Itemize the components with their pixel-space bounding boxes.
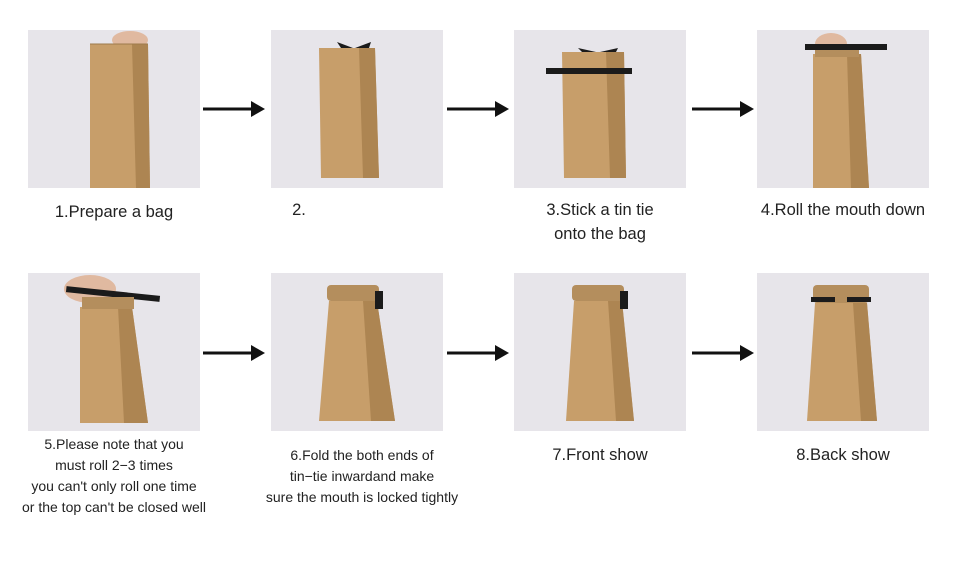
step-3-photo — [514, 30, 686, 188]
right-arrow-icon — [203, 101, 265, 117]
step-7-caption: 7.Front show — [552, 446, 648, 464]
step-2-caption: 2. — [292, 201, 306, 219]
locked-mouth-image — [319, 285, 395, 421]
step-5-photo — [28, 273, 200, 431]
step-3-caption: 3.Stick a tin tie onto the bag — [546, 201, 654, 243]
right-arrow-icon — [447, 101, 509, 117]
step-5-caption: 5.Please note that you must roll 2−3 tim… — [21, 436, 206, 515]
right-arrow-icon — [203, 345, 265, 361]
right-arrow-icon — [692, 101, 754, 117]
step-2-photo — [271, 30, 443, 188]
step-8-photo — [757, 273, 929, 431]
bag-with-tin-tie-image — [546, 48, 632, 178]
back-view-image — [807, 285, 877, 421]
step-6-caption: 6.Fold the both ends of tin−tie inwardan… — [265, 447, 459, 505]
rolling-mouth-image — [805, 33, 887, 188]
step-1-caption: 1.Prepare a bag — [54, 203, 174, 221]
right-arrow-icon — [447, 345, 509, 361]
right-arrow-icon — [692, 345, 754, 361]
front-view-image — [566, 285, 634, 421]
step-4-caption: 4.Roll the mouth down — [760, 201, 926, 219]
step-7-photo — [514, 273, 686, 431]
rolling-twice-image — [64, 275, 161, 423]
folded-bag-image — [319, 42, 379, 178]
step-8-caption: 8.Back show — [796, 446, 890, 464]
open-bag-image — [90, 31, 150, 188]
step-1-photo — [28, 30, 200, 188]
step-4-photo — [757, 30, 929, 188]
step-6-photo — [271, 273, 443, 431]
